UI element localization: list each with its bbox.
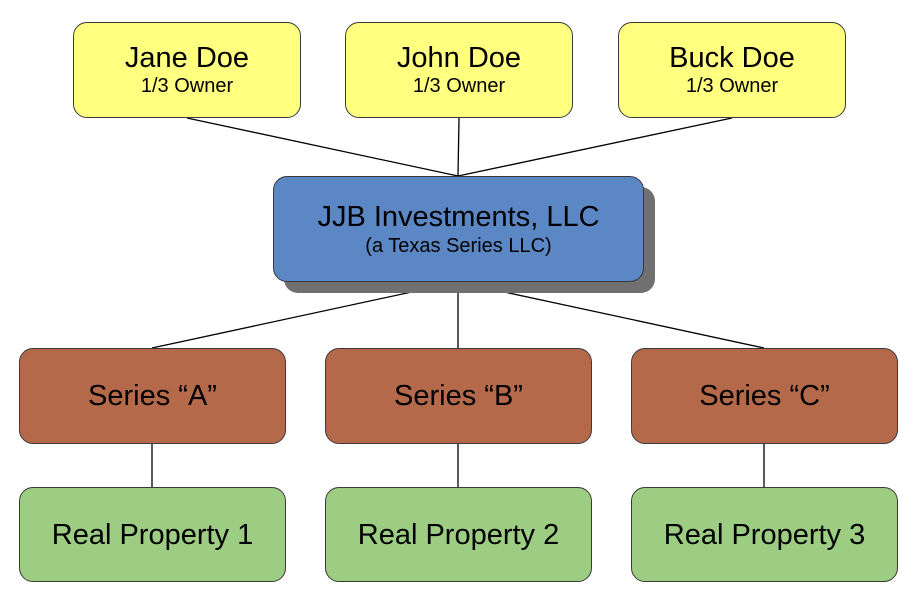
series-label: Series “B” (394, 380, 523, 412)
connector-john-to-llc (457, 117, 460, 177)
owner-box-john[interactable]: John Doe 1/3 Owner (345, 22, 573, 118)
property-label: Real Property 1 (51, 518, 254, 551)
connector-buck-to-llc (457, 117, 733, 177)
property-label: Real Property 3 (663, 518, 866, 551)
series-box-a[interactable]: Series “A” (19, 348, 286, 444)
owner-role: 1/3 Owner (412, 75, 506, 97)
connector-llc-to-series-c (457, 281, 765, 349)
property-box-1[interactable]: Real Property 1 (19, 487, 286, 582)
owner-name: John Doe (396, 42, 522, 74)
owner-name: Jane Doe (124, 42, 250, 74)
property-box-2[interactable]: Real Property 2 (325, 487, 592, 582)
llc-subtitle: (a Texas Series LLC) (365, 235, 552, 257)
property-label: Real Property 2 (357, 518, 560, 551)
property-box-3[interactable]: Real Property 3 (631, 487, 898, 582)
series-box-b[interactable]: Series “B” (325, 348, 592, 444)
series-box-c[interactable]: Series “C” (631, 348, 898, 444)
owner-role: 1/3 Owner (685, 75, 779, 97)
owner-box-jane[interactable]: Jane Doe 1/3 Owner (73, 22, 301, 118)
owner-box-buck[interactable]: Buck Doe 1/3 Owner (618, 22, 846, 118)
connector-llc-to-series-a (151, 281, 459, 349)
owner-name: Buck Doe (669, 42, 795, 74)
llc-box[interactable]: JJB Investments, LLC (a Texas Series LLC… (273, 176, 644, 282)
series-label: Series “C” (699, 380, 830, 412)
owner-role: 1/3 Owner (140, 75, 234, 97)
llc-name: JJB Investments, LLC (317, 201, 600, 233)
series-label: Series “A” (88, 380, 217, 412)
connector-jane-to-llc (186, 117, 459, 177)
